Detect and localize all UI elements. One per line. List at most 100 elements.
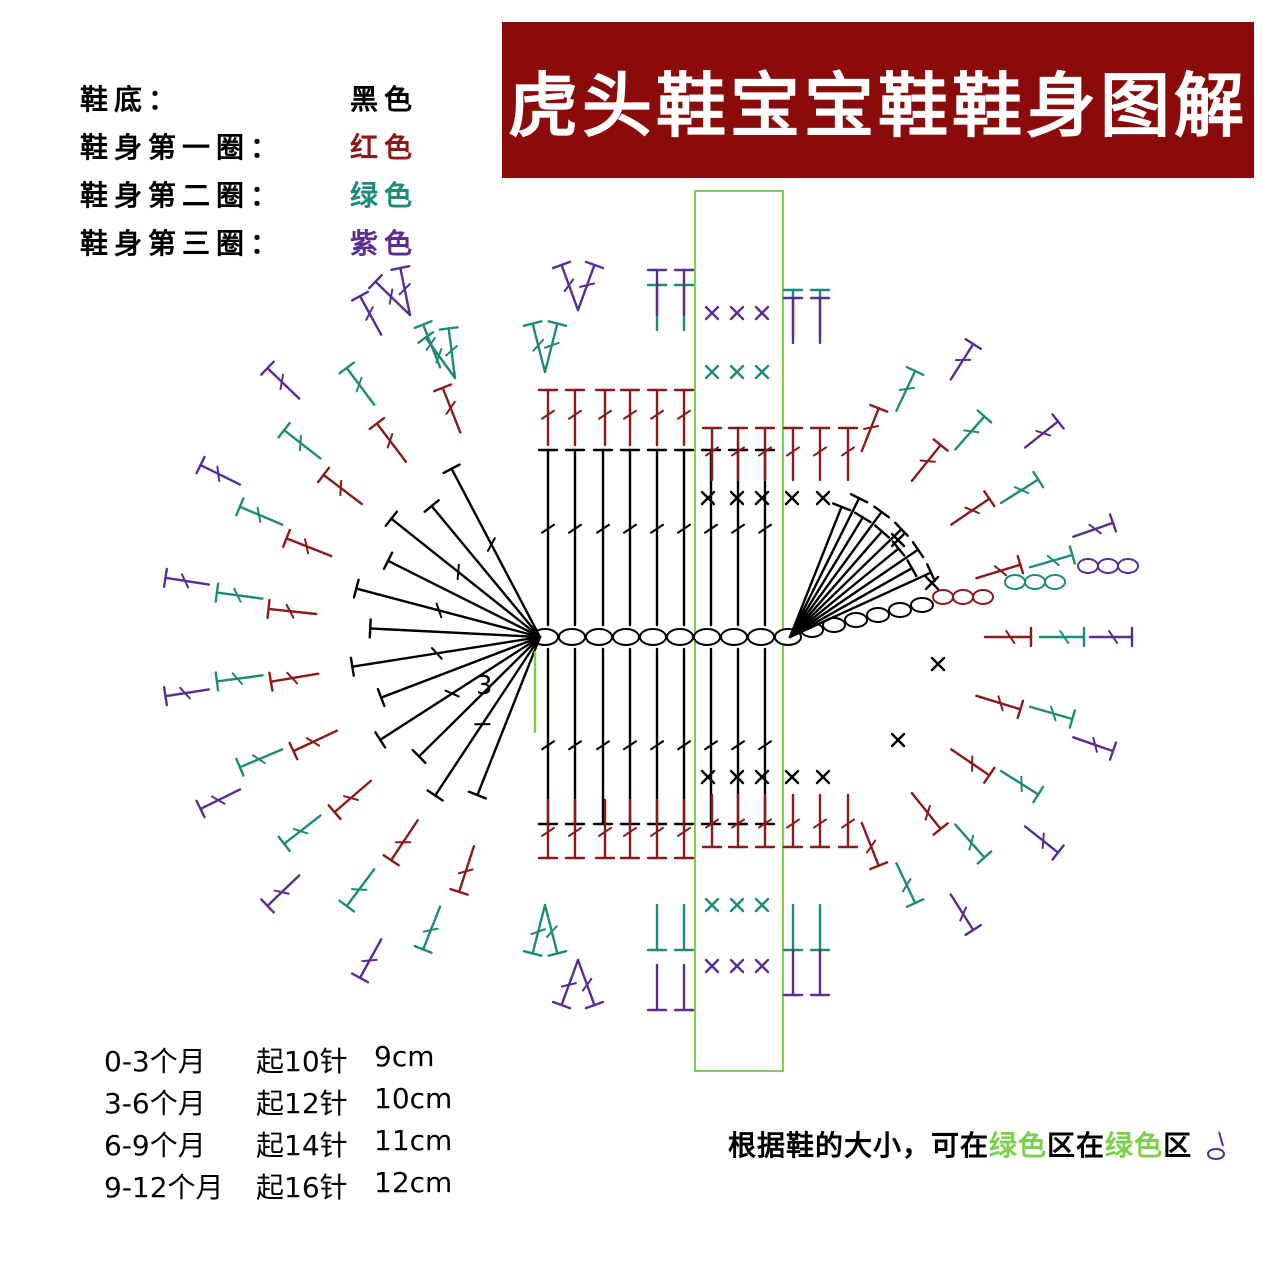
hdc-stitch <box>788 548 920 639</box>
stitch-top <box>584 1000 605 1010</box>
stitch-top <box>277 421 291 439</box>
stitch-bar <box>705 818 719 829</box>
dc-stitch <box>375 422 408 463</box>
stitch-bar <box>813 818 827 829</box>
stitch-top <box>1016 554 1025 575</box>
stitch-bar <box>563 278 575 293</box>
dc-stitch <box>1072 521 1115 538</box>
stitch-top <box>547 950 568 957</box>
hdc-stitch <box>788 566 914 639</box>
stitch-bar <box>650 826 664 837</box>
stitch-bar <box>963 429 980 434</box>
stitch-bar <box>650 409 664 420</box>
dc-stitch <box>975 694 1022 711</box>
stitch-top <box>384 510 399 527</box>
stitch-top <box>426 789 444 802</box>
stitch-top <box>235 757 245 777</box>
stitch-bar <box>386 432 394 449</box>
stitch-bar <box>623 409 637 420</box>
size-age: 6-9个月 <box>104 1129 206 1162</box>
dc-stitch <box>450 467 542 639</box>
stitch-top <box>831 502 852 512</box>
stitch-top <box>983 766 996 784</box>
stitch-bar <box>568 740 582 751</box>
size-start-stitches: 起16针 <box>256 1171 348 1204</box>
stitch-top <box>1108 741 1118 761</box>
dc-stitch <box>421 905 442 951</box>
hdc-stitch <box>788 505 843 639</box>
stitch-bar <box>211 795 226 805</box>
sc-stitch <box>784 490 800 506</box>
stitch-bar <box>292 827 309 835</box>
stitch-bar <box>180 573 190 589</box>
sc-stitch <box>754 364 770 380</box>
dc-stitch <box>860 821 880 867</box>
stitch-bar <box>758 818 772 829</box>
dc-stitch <box>215 674 264 683</box>
sc-stitch <box>704 305 720 321</box>
sc-stitch <box>754 958 770 974</box>
stitch-bar <box>304 538 310 555</box>
note-text: 区在 <box>1047 1129 1106 1162</box>
stitch-bar <box>1050 705 1057 722</box>
stitch-top <box>195 799 206 819</box>
size-row: 6-9个月 起14针 11cm <box>104 1124 464 1166</box>
size-row: 3-6个月 起12针 10cm <box>104 1082 464 1124</box>
dc-stitch <box>860 407 880 453</box>
size-start-stitches: 起10针 <box>256 1045 348 1078</box>
dc-stitch <box>389 819 419 862</box>
stitch-top <box>869 861 889 871</box>
sc-stitch <box>729 769 745 785</box>
stitch-bar <box>677 523 691 534</box>
stitch-bar <box>1046 554 1060 567</box>
stitch-bar <box>731 523 745 534</box>
chain-stitch <box>888 602 912 618</box>
hdc-stitch <box>430 504 542 639</box>
hdc-stitch <box>788 528 903 639</box>
dc-stitch <box>379 635 542 742</box>
legend-color-name: 绿色 <box>350 179 419 212</box>
dc-stitch <box>950 748 991 777</box>
legend-color-name: 紫色 <box>350 227 419 260</box>
stitch-top <box>413 944 433 954</box>
legend-row-sole: 鞋底： 黑色 <box>80 78 440 126</box>
size-length: 10cm <box>374 1082 453 1115</box>
legend-color-name: 黑色 <box>350 83 419 116</box>
sc-stitch <box>815 769 831 785</box>
hdc-stitch <box>788 547 900 639</box>
stitch-top <box>1032 470 1045 489</box>
hdc-stitch <box>788 571 933 639</box>
hdc-stitch <box>788 516 865 639</box>
chain-stitch <box>585 628 613 646</box>
dc-stitch <box>424 336 457 380</box>
dc-stitch <box>441 386 462 434</box>
sc-stitch <box>729 305 745 321</box>
stitch-bar <box>758 740 772 751</box>
stitch-top <box>1108 513 1118 533</box>
legend-label: 鞋身第一圈： <box>80 131 285 164</box>
stitch-top <box>551 260 572 270</box>
chain-stitch <box>932 589 954 605</box>
stitch-bar <box>179 686 191 700</box>
dc-stitch <box>358 938 383 980</box>
stitch-bar <box>256 506 262 523</box>
stitch-bar <box>398 283 411 296</box>
dc-stitch <box>345 868 376 908</box>
stitch-bar <box>731 446 745 457</box>
stitch-bar <box>422 927 439 933</box>
stitch-bar <box>677 740 691 751</box>
loop-icon <box>1206 1131 1225 1160</box>
stitch-bar <box>435 602 443 619</box>
sc-stitch <box>890 732 906 748</box>
dc-stitch <box>949 342 975 381</box>
size-length: 12cm <box>374 1166 453 1199</box>
sc-stitch <box>704 958 720 974</box>
stitch-bar <box>919 459 936 463</box>
stitch-bar <box>1108 630 1119 644</box>
dc-stitch <box>543 903 559 955</box>
stitch-top <box>869 403 889 413</box>
stitch-bar <box>786 446 800 457</box>
dc-stitch <box>910 791 942 831</box>
dc-stitch <box>999 769 1040 796</box>
dc-stitch <box>199 788 242 811</box>
